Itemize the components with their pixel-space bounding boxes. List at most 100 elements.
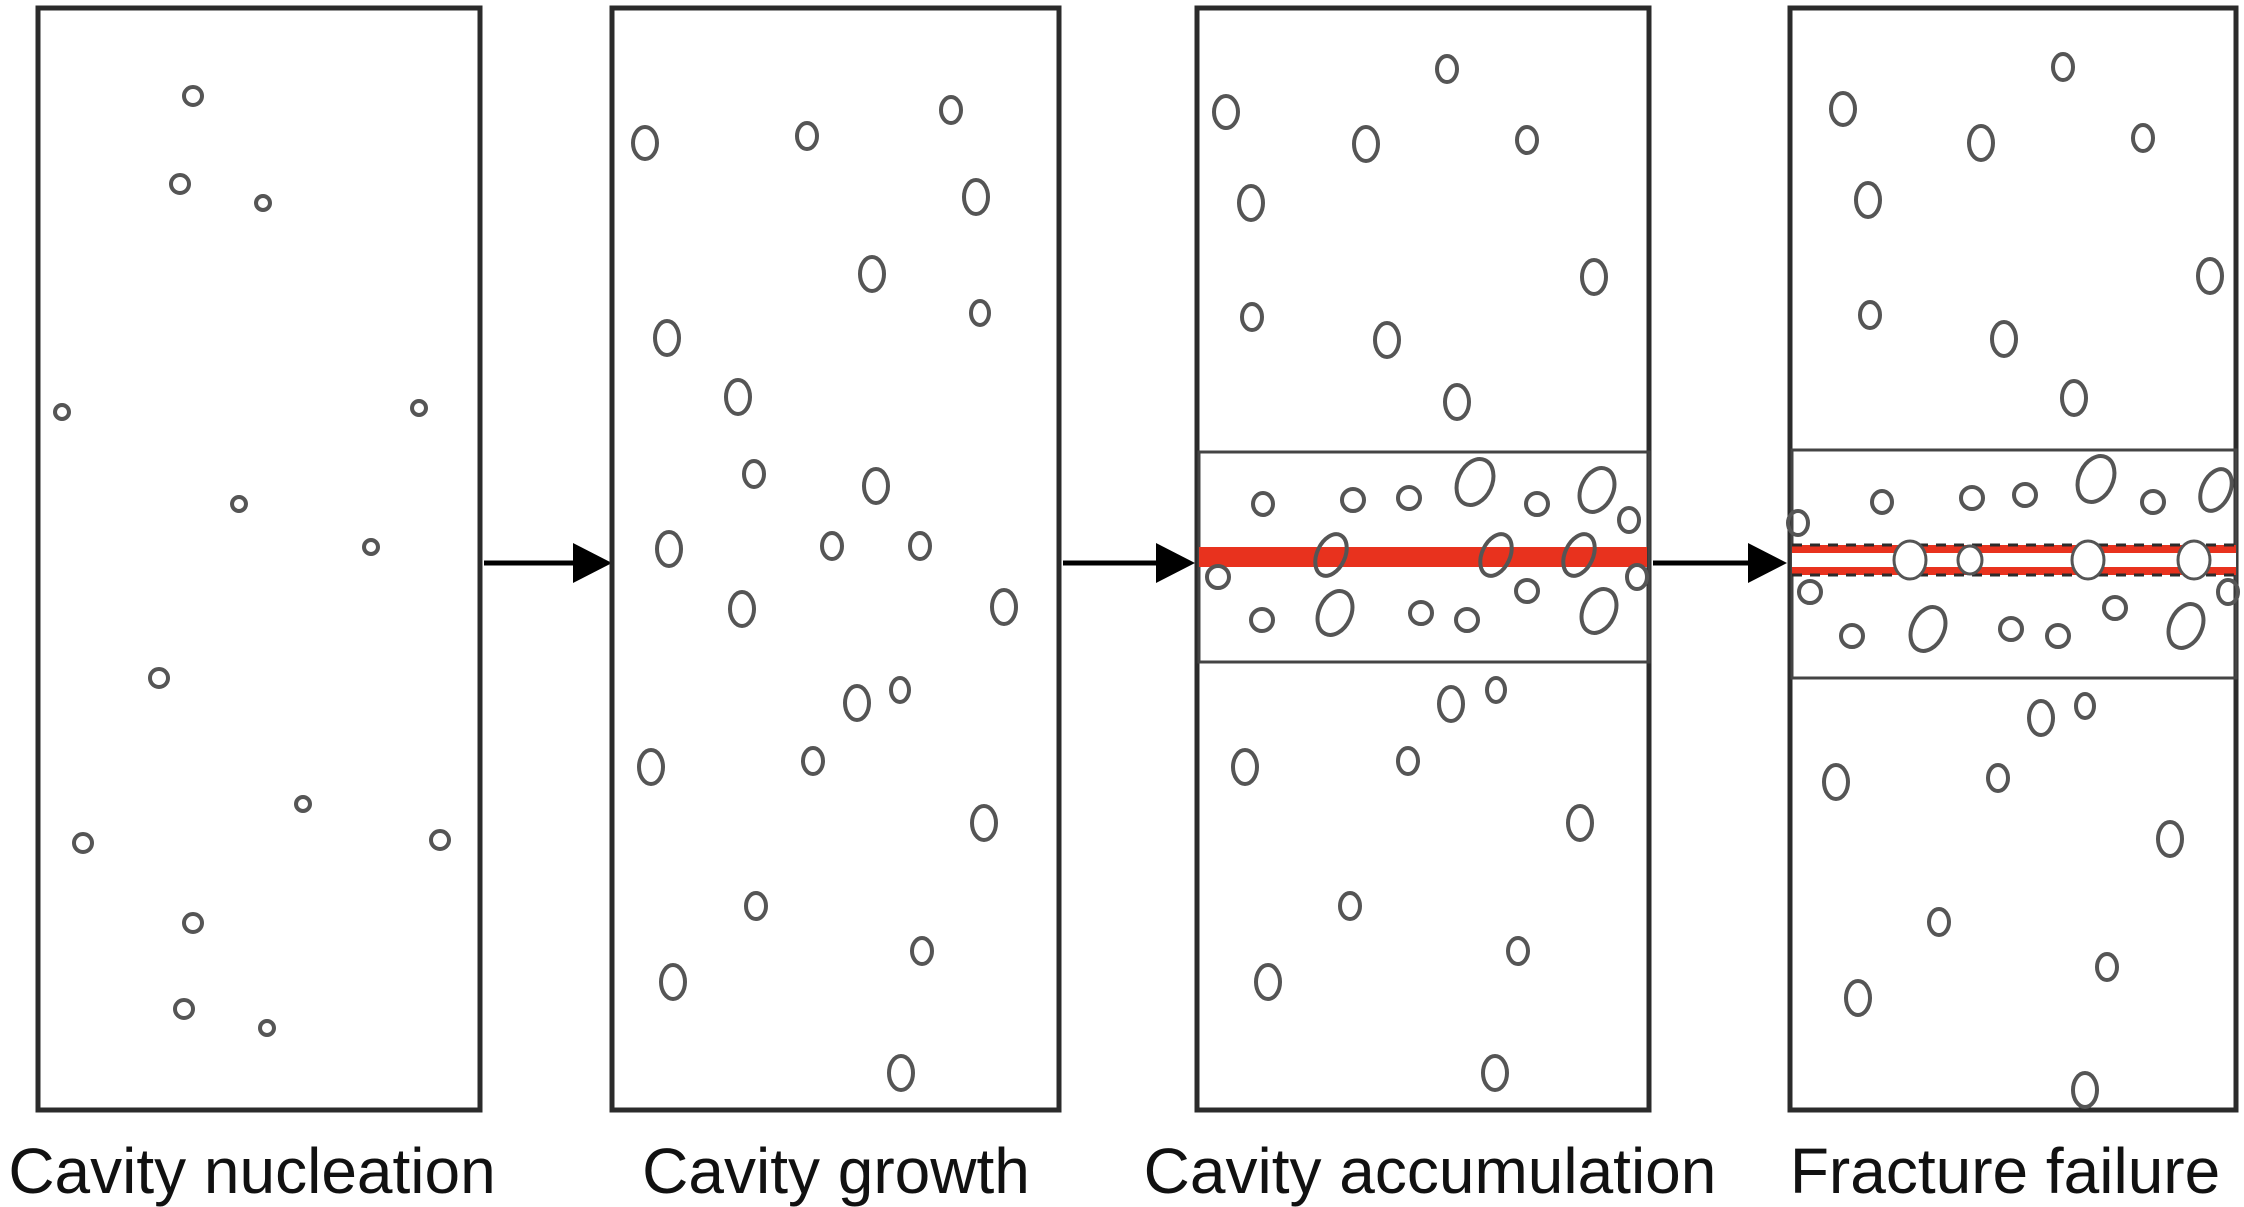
cavity <box>1514 578 1540 604</box>
cavity <box>1478 532 1514 578</box>
cavity <box>1454 457 1496 507</box>
cavity <box>1396 485 1422 511</box>
cavity <box>1577 466 1617 514</box>
cavity <box>887 1054 915 1092</box>
cavity <box>1967 124 1995 162</box>
cavity <box>2131 123 2155 153</box>
label-cavity-growth: Cavity growth <box>642 1135 1030 1207</box>
cavity <box>1854 181 1882 219</box>
cavity <box>1786 509 1810 537</box>
cavity <box>843 684 871 722</box>
cavity <box>2198 467 2234 513</box>
cavity <box>182 912 204 934</box>
cavity <box>1515 125 1539 155</box>
cavity <box>1205 564 1231 590</box>
cavity <box>742 459 766 489</box>
cavity <box>410 399 428 417</box>
cavity <box>2140 489 2166 515</box>
cavity <box>2196 257 2224 295</box>
cavity <box>1797 579 1823 605</box>
crack-band <box>1199 547 1647 567</box>
cavity <box>1579 587 1619 635</box>
cavity <box>1617 506 1641 534</box>
cavity <box>969 299 991 327</box>
cavity <box>801 746 825 776</box>
cavity <box>1454 607 1480 633</box>
cavity <box>1986 763 2010 793</box>
cavity <box>1566 804 1594 842</box>
cavity <box>1254 963 1282 1001</box>
cavity <box>1249 607 1275 633</box>
cavity <box>1625 563 1649 591</box>
cavity <box>655 530 683 568</box>
cavity <box>72 832 94 854</box>
panel-nucleation <box>35 5 483 1113</box>
cavity <box>1231 748 1259 786</box>
cavity <box>1338 891 1362 921</box>
label-fracture-failure: Fracture failure <box>1790 1135 2220 1207</box>
cavity <box>1212 94 1240 130</box>
cavity <box>908 531 932 561</box>
cavity <box>1251 491 1275 517</box>
cavity <box>889 676 911 704</box>
cavity <box>2071 1071 2099 1109</box>
cavity <box>1990 320 2018 358</box>
cavity <box>962 178 990 216</box>
cavity <box>820 531 844 561</box>
cavity <box>910 936 934 966</box>
cavity <box>1844 979 1872 1017</box>
cavity <box>659 963 687 1001</box>
cavity <box>362 538 380 556</box>
cavity <box>2060 379 2088 417</box>
cavity <box>2012 482 2038 508</box>
cavity <box>254 194 272 212</box>
cavity <box>990 588 1018 626</box>
label-cavity-nucleation: Cavity nucleation <box>8 1135 495 1207</box>
cavity <box>1506 936 1530 966</box>
cavity <box>1313 532 1349 578</box>
cavity <box>724 378 752 416</box>
cavity <box>173 998 195 1020</box>
cavity <box>1396 746 1420 776</box>
cavity <box>2156 820 2184 858</box>
cavity <box>230 495 248 513</box>
cavity <box>294 795 312 813</box>
cavity <box>2027 699 2055 737</box>
cavity <box>795 121 819 151</box>
cavity <box>858 255 886 293</box>
cavity <box>182 85 204 107</box>
arrow-growth-to-accumulation <box>1063 543 1195 583</box>
cavity <box>1998 616 2024 642</box>
cavity <box>1352 125 1380 163</box>
nucleation-cavities <box>53 85 451 1037</box>
cavity <box>1481 1054 1509 1092</box>
cavity <box>2045 623 2071 649</box>
label-cavity-accumulation: Cavity accumulation <box>1144 1135 1717 1207</box>
panel-nucleation-frame <box>35 5 483 1113</box>
cavity <box>429 829 451 851</box>
cavity <box>1870 489 1894 515</box>
cavity <box>2216 578 2240 606</box>
cavity <box>1908 605 1948 653</box>
growth-cavities <box>631 95 1018 1092</box>
cavity <box>1408 600 1434 626</box>
failure-cavities <box>1786 52 2240 1109</box>
arrow-accumulation-to-failure <box>1653 543 1787 583</box>
accumulation-cavities <box>1205 54 1649 1092</box>
cavity <box>1443 383 1471 421</box>
cavity <box>2074 692 2096 720</box>
cavity <box>2166 602 2206 650</box>
cavity <box>970 804 998 842</box>
cavity <box>728 590 756 628</box>
cavity <box>53 403 71 421</box>
cavity <box>744 891 768 921</box>
cavity <box>1240 302 1264 332</box>
fracture-crack <box>1792 539 2236 581</box>
cavity <box>148 667 170 689</box>
cavity <box>1485 676 1507 704</box>
cavity <box>258 1019 276 1037</box>
panel-failure <box>1786 5 2240 1113</box>
cavity <box>1437 685 1465 723</box>
cavity <box>169 173 191 195</box>
